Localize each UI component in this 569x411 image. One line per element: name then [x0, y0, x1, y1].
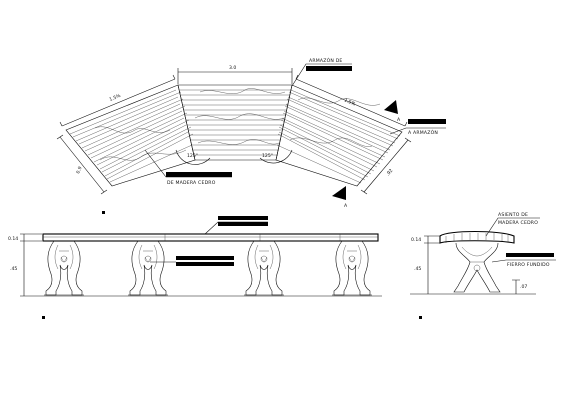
frame-top-note-line-2 — [306, 66, 352, 71]
side-leg — [453, 242, 501, 293]
right-end-dimension: .92 — [385, 168, 394, 178]
side-section: 0.14 .45 .07 ASIENTO DE MADERA CEDRO FIE… — [410, 212, 556, 319]
side-foot-dimension: .07 — [520, 284, 527, 290]
section-marker-upper: A — [384, 100, 401, 123]
side-leg-note-line-1 — [506, 253, 554, 257]
left-long-dimension: 1.5% — [109, 93, 123, 103]
front-seat-board — [42, 233, 379, 242]
center-top-dimension-line — [177, 68, 293, 84]
front-leg-3 — [243, 240, 285, 296]
plan-right-segment — [275, 84, 403, 187]
frame-right-note-line-1 — [408, 119, 446, 124]
section-mark-lower: A — [344, 203, 348, 209]
front-note-1-line-2 — [218, 222, 268, 226]
frame-right-note: A ARMAZÓN — [408, 129, 438, 136]
left-end-dimension: 0.9 — [75, 166, 83, 175]
front-height-dimension-line — [20, 233, 42, 296]
frame-top-note: ARMAZÓN DE — [309, 57, 343, 64]
wood-plan-note-line-1 — [166, 172, 232, 177]
front-elevation: 0.14 .45 — [8, 216, 382, 319]
front-seat-dimension: 0.14 — [8, 236, 18, 242]
left-long-dimension-line — [59, 74, 176, 127]
plan-left-segment — [65, 84, 196, 187]
front-leg-4 — [331, 240, 373, 296]
front-note-2-line-1 — [176, 256, 234, 260]
frame-right-leader — [389, 127, 446, 135]
side-height-dimension: .45 — [414, 266, 421, 272]
front-note-1-line-1 — [218, 216, 268, 220]
side-seat-note-2: MADERA CEDRO — [498, 220, 538, 226]
side-view-marker — [419, 316, 422, 319]
left-angle-arc — [175, 149, 211, 165]
side-seat-leader — [485, 217, 540, 237]
left-angle-label: 125° — [187, 153, 198, 159]
section-mark-upper: A — [397, 117, 401, 123]
right-angle-label: 125° — [262, 153, 273, 159]
front-view-marker — [42, 316, 45, 319]
side-leg-note: FIERRO FUNDIDO — [507, 262, 550, 268]
right-long-dimension-line — [295, 74, 408, 127]
side-foot-dimension-line — [512, 279, 520, 294]
side-height-dimension-line — [424, 235, 440, 294]
right-angle-arc — [259, 149, 293, 164]
plan-view-marker — [102, 211, 105, 214]
front-height-dimension: .45 — [10, 266, 17, 272]
side-seat-dimension: 0.14 — [411, 237, 421, 243]
side-seat — [439, 231, 515, 244]
right-long-dimension: 1.5% — [343, 97, 357, 107]
section-marker-lower: A — [332, 186, 348, 209]
side-seat-note-1: ASIENTO DE — [498, 212, 528, 218]
front-leg-2 — [127, 240, 169, 296]
frame-top-leader — [291, 63, 352, 87]
front-leg-1 — [43, 240, 85, 296]
plan-view: 125° 125° 1.5% 3.0 1.5% 0.9 .92 ARMAZÓN … — [56, 57, 446, 214]
wood-plan-note: DE MADERA CEDRO — [167, 180, 216, 186]
left-end-dimension-line — [56, 134, 108, 195]
plan-center-segment — [177, 84, 293, 161]
front-note-2-line-2 — [176, 262, 234, 266]
center-top-dimension: 3.0 — [229, 65, 236, 71]
side-leg-leader — [491, 259, 556, 263]
right-end-dimension-line — [360, 137, 412, 195]
